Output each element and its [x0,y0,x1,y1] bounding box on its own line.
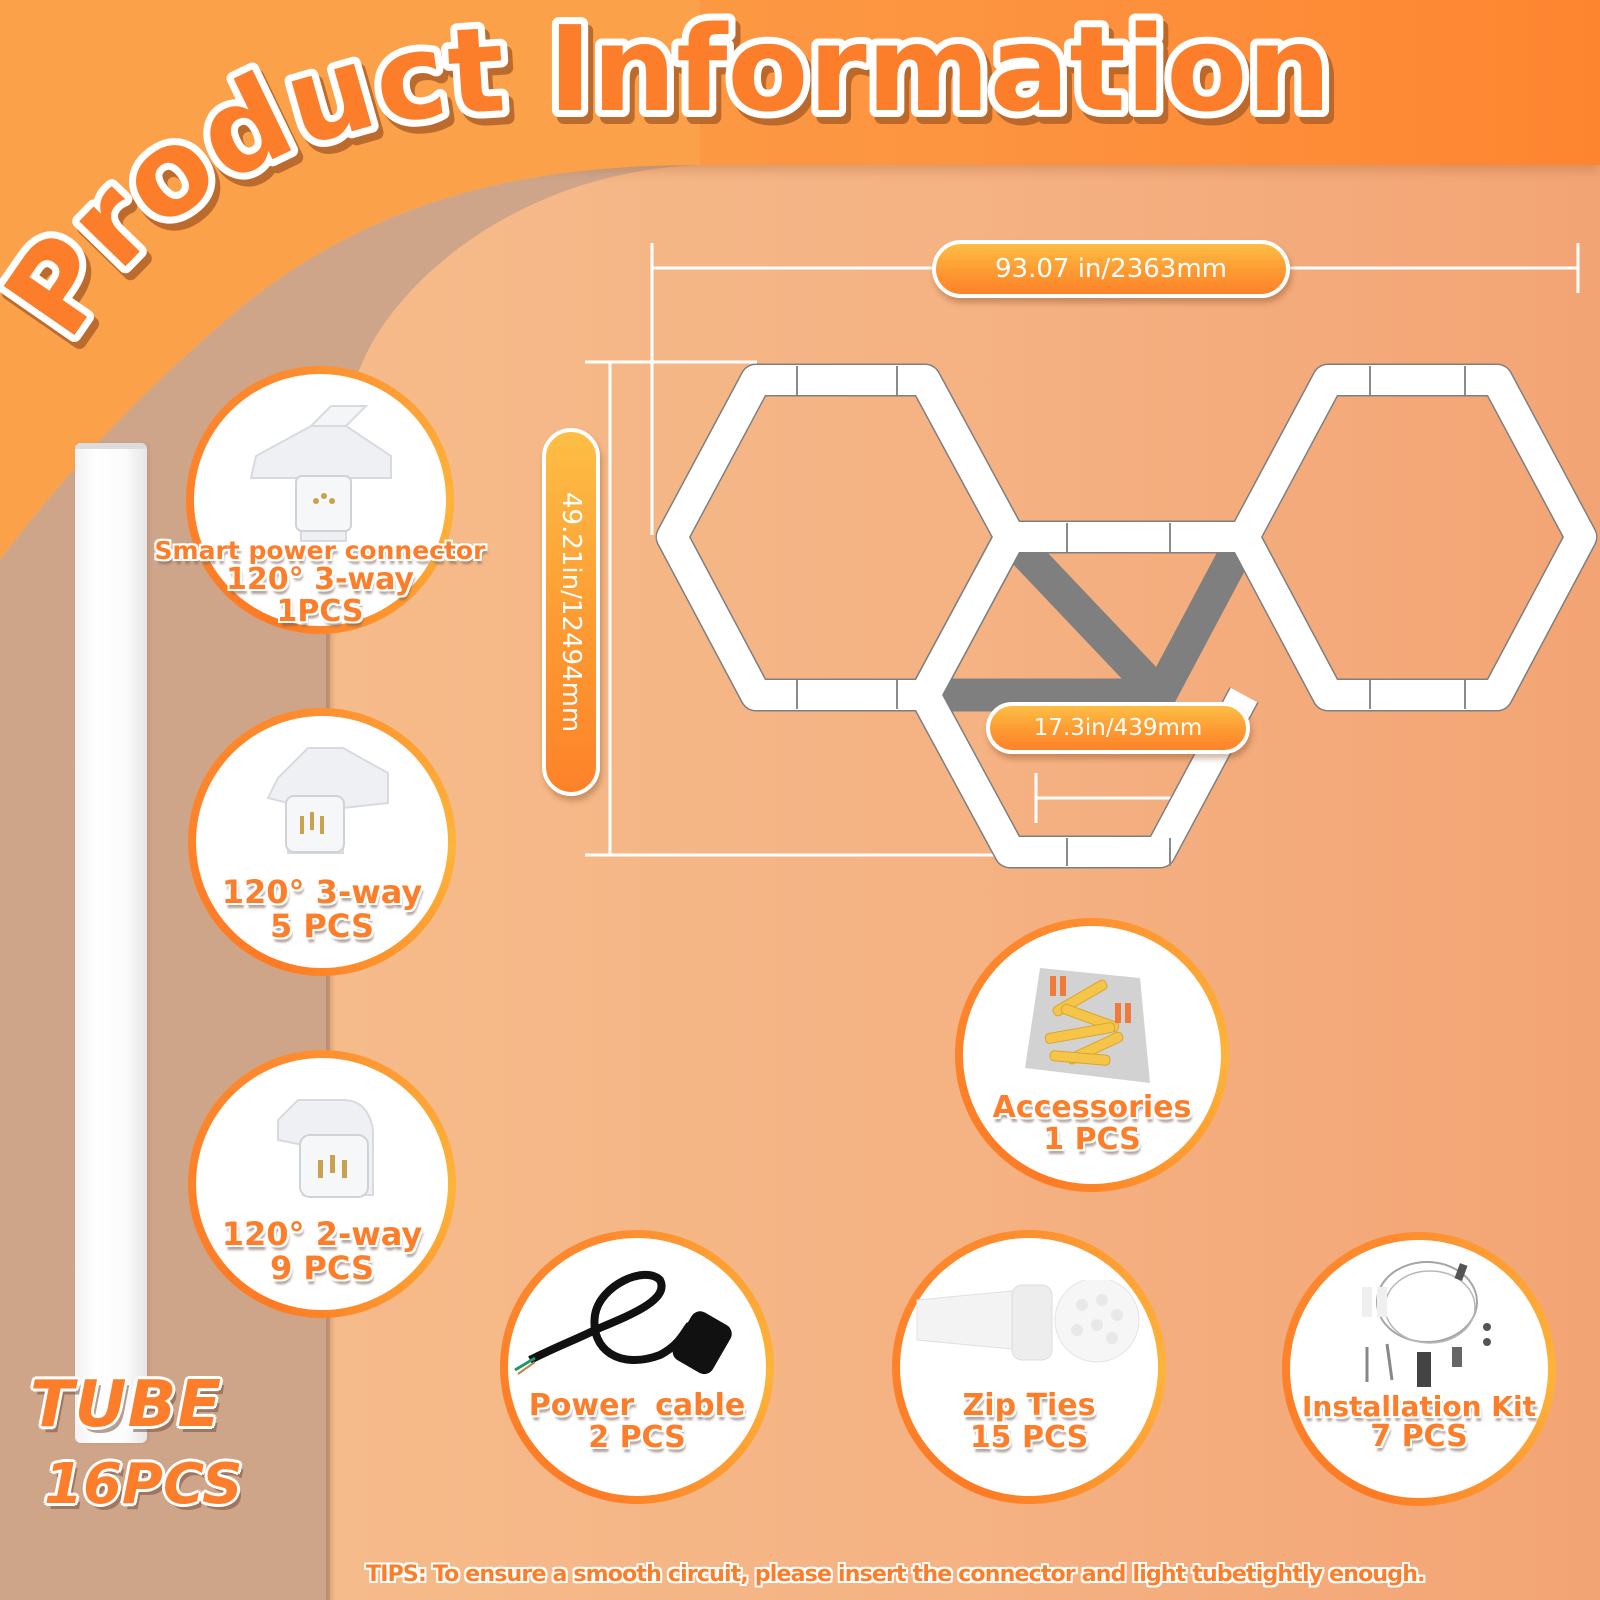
connector-card-3way: 120° 3-way 5 PCS [188,708,456,976]
power-cable-icon [514,1271,732,1375]
accessory-name: Installation Kit [1302,1390,1536,1423]
width-dimension-badge: 93.07 in/2363mm [932,240,1290,298]
connector-type: 120° 2-way [221,1215,423,1253]
accessory-count: 2 PCS [588,1419,686,1455]
side-length-dimension-badge: 17.3in/439mm [986,702,1250,754]
accessory-count: 15 PCS [969,1419,1089,1455]
accessory-card-power-cable: Power cable 2 PCS [500,1230,774,1504]
tube-count: 16PCS [44,1452,243,1517]
installation-kit-icon [1362,1261,1491,1387]
wall-anchor-bag-icon [1025,968,1150,1083]
height-dimension-badge: 49.21in/12494mm [542,428,600,796]
connector-type: 120° 3-way [221,873,423,911]
dimension-lines [585,243,1580,857]
connector-card-smart-power: Smart power connector 120° 3-way 1PCS [155,366,485,634]
title-svg: Product Information Product Information [0,0,1343,360]
accessory-card-zip-ties: Zip Ties 15 PCS [892,1230,1166,1504]
accessory-count: 7 PCS [1370,1419,1468,1455]
zip-ties-icon [916,1280,1140,1363]
connector-2way-icon [277,1099,374,1198]
connector-count: 1PCS [276,593,364,629]
connector-3way-icon [266,747,389,854]
page-title: Product Information Product Information [0,0,1600,360]
connector-card-2way: 120° 2-way 9 PCS [188,1050,456,1318]
connector-type: 120° 3-way [226,562,414,598]
accessory-card-installation-kit: Installation Kit 7 PCS [1282,1232,1556,1506]
connector-count: 5 PCS [270,906,374,945]
joint-markers [796,366,1466,866]
accessory-name: Zip Ties [962,1388,1096,1423]
connector-count: 9 PCS [270,1248,374,1287]
light-tube-icon [75,443,147,1443]
accessory-card-accessories: Accessories 1 PCS [955,918,1229,1192]
tube-label: TUBE [30,1368,223,1442]
connector-name: Smart power connector [154,536,486,565]
accessory-name: Accessories [992,1090,1192,1125]
accessory-name: Power cable [528,1388,746,1423]
hexagon-frames [655,363,1598,869]
smart-power-connector-3way-icon [249,405,392,542]
installation-tip: TIPS: To ensure a smooth circuit, please… [366,1562,1425,1587]
accessory-count: 1 PCS [1043,1121,1141,1157]
